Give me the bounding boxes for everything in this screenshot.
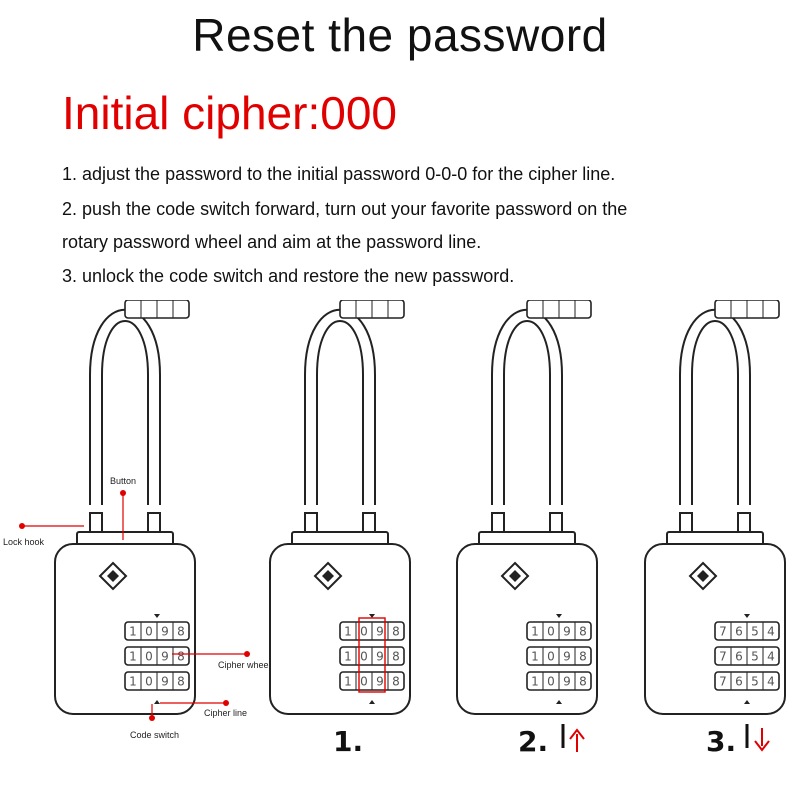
wheel-digit: 1	[344, 650, 352, 664]
callout-lock-hook: Lock hook	[3, 523, 84, 547]
wheel-digit: 9	[563, 675, 571, 689]
svg-text:Code switch: Code switch	[130, 730, 179, 740]
arrow-down-icon	[745, 724, 770, 752]
step-label-3: 3.	[706, 725, 736, 758]
wheel-digit: 1	[531, 650, 539, 664]
wheel-digit: 0	[547, 675, 555, 689]
callout-button: Button	[110, 476, 136, 540]
wheel-digit: 1	[129, 675, 137, 689]
step-3-text: 3. unlock the code switch and restore th…	[62, 266, 515, 286]
wheel-digit: 1	[344, 625, 352, 639]
wheel-digit: 9	[376, 675, 384, 689]
wheel-digit: 8	[392, 625, 400, 639]
wheel-digit: 9	[161, 625, 169, 639]
wheel-digit: 8	[579, 625, 587, 639]
step-2-text-continued: rotary password wheel and aim at the pas…	[62, 232, 482, 252]
wheel-digit: 4	[767, 675, 775, 689]
arrow-up-icon	[561, 724, 585, 752]
wheel-digit: 9	[161, 650, 169, 664]
wheel-digit: 9	[563, 625, 571, 639]
svg-text:Cipher line: Cipher line	[204, 708, 247, 718]
wheel-digit: 5	[751, 675, 759, 689]
wheel-digit: 0	[360, 625, 368, 639]
wheel-digit: 0	[145, 675, 153, 689]
wheel-digit: 0	[360, 650, 368, 664]
wheel-digit: 8	[579, 675, 587, 689]
step-label-2: 2.	[518, 725, 548, 758]
step-label-1: 1.	[333, 725, 363, 758]
cipher-line-highlight	[358, 617, 386, 693]
wheel-digit: 1	[531, 675, 539, 689]
svg-text:Cipher wheel: Cipher wheel	[218, 660, 271, 670]
wheel-digit: 0	[145, 625, 153, 639]
wheel-digit: 5	[751, 625, 759, 639]
callout-cipher-wheel: Cipher wheel	[172, 651, 271, 670]
wheel-digit: 9	[563, 650, 571, 664]
wheel-digit: 0	[547, 650, 555, 664]
step-2-text: 2. push the code switch forward, turn ou…	[62, 199, 628, 219]
svg-text:Button: Button	[110, 476, 136, 486]
wheel-digit: 8	[177, 625, 185, 639]
wheel-digit: 8	[177, 650, 185, 664]
wheel-digit: 8	[177, 675, 185, 689]
wheel-digit: 8	[392, 650, 400, 664]
wheel-digit: 6	[735, 650, 743, 664]
initial-cipher-heading: Initial cipher:000	[62, 87, 397, 139]
wheel-digit: 6	[735, 675, 743, 689]
wheel-digit: 1	[531, 625, 539, 639]
wheel-digit: 8	[579, 650, 587, 664]
wheel-digit: 8	[392, 675, 400, 689]
wheel-digit: 7	[719, 625, 727, 639]
wheel-digit: 7	[719, 650, 727, 664]
wheel-digit: 0	[360, 675, 368, 689]
wheel-digit: 4	[767, 650, 775, 664]
svg-text:Lock hook: Lock hook	[3, 537, 45, 547]
wheel-digit: 7	[719, 675, 727, 689]
wheel-digit: 1	[129, 650, 137, 664]
callout-code-switch: Code switch	[130, 704, 179, 740]
wheel-digit: 5	[751, 650, 759, 664]
wheel-digit: 9	[376, 650, 384, 664]
wheel-digit: 1	[129, 625, 137, 639]
callout-cipher-line: Cipher line	[160, 700, 247, 718]
wheel-digit: 9	[376, 625, 384, 639]
page-title: Reset the password	[192, 9, 608, 61]
wheel-digit: 6	[735, 625, 743, 639]
wheel-digit: 0	[145, 650, 153, 664]
wheel-digit: 4	[767, 625, 775, 639]
wheel-digit: 0	[547, 625, 555, 639]
step-1-text: 1. adjust the password to the initial pa…	[62, 164, 616, 184]
wheel-digit: 9	[161, 675, 169, 689]
wheel-digit: 1	[344, 675, 352, 689]
